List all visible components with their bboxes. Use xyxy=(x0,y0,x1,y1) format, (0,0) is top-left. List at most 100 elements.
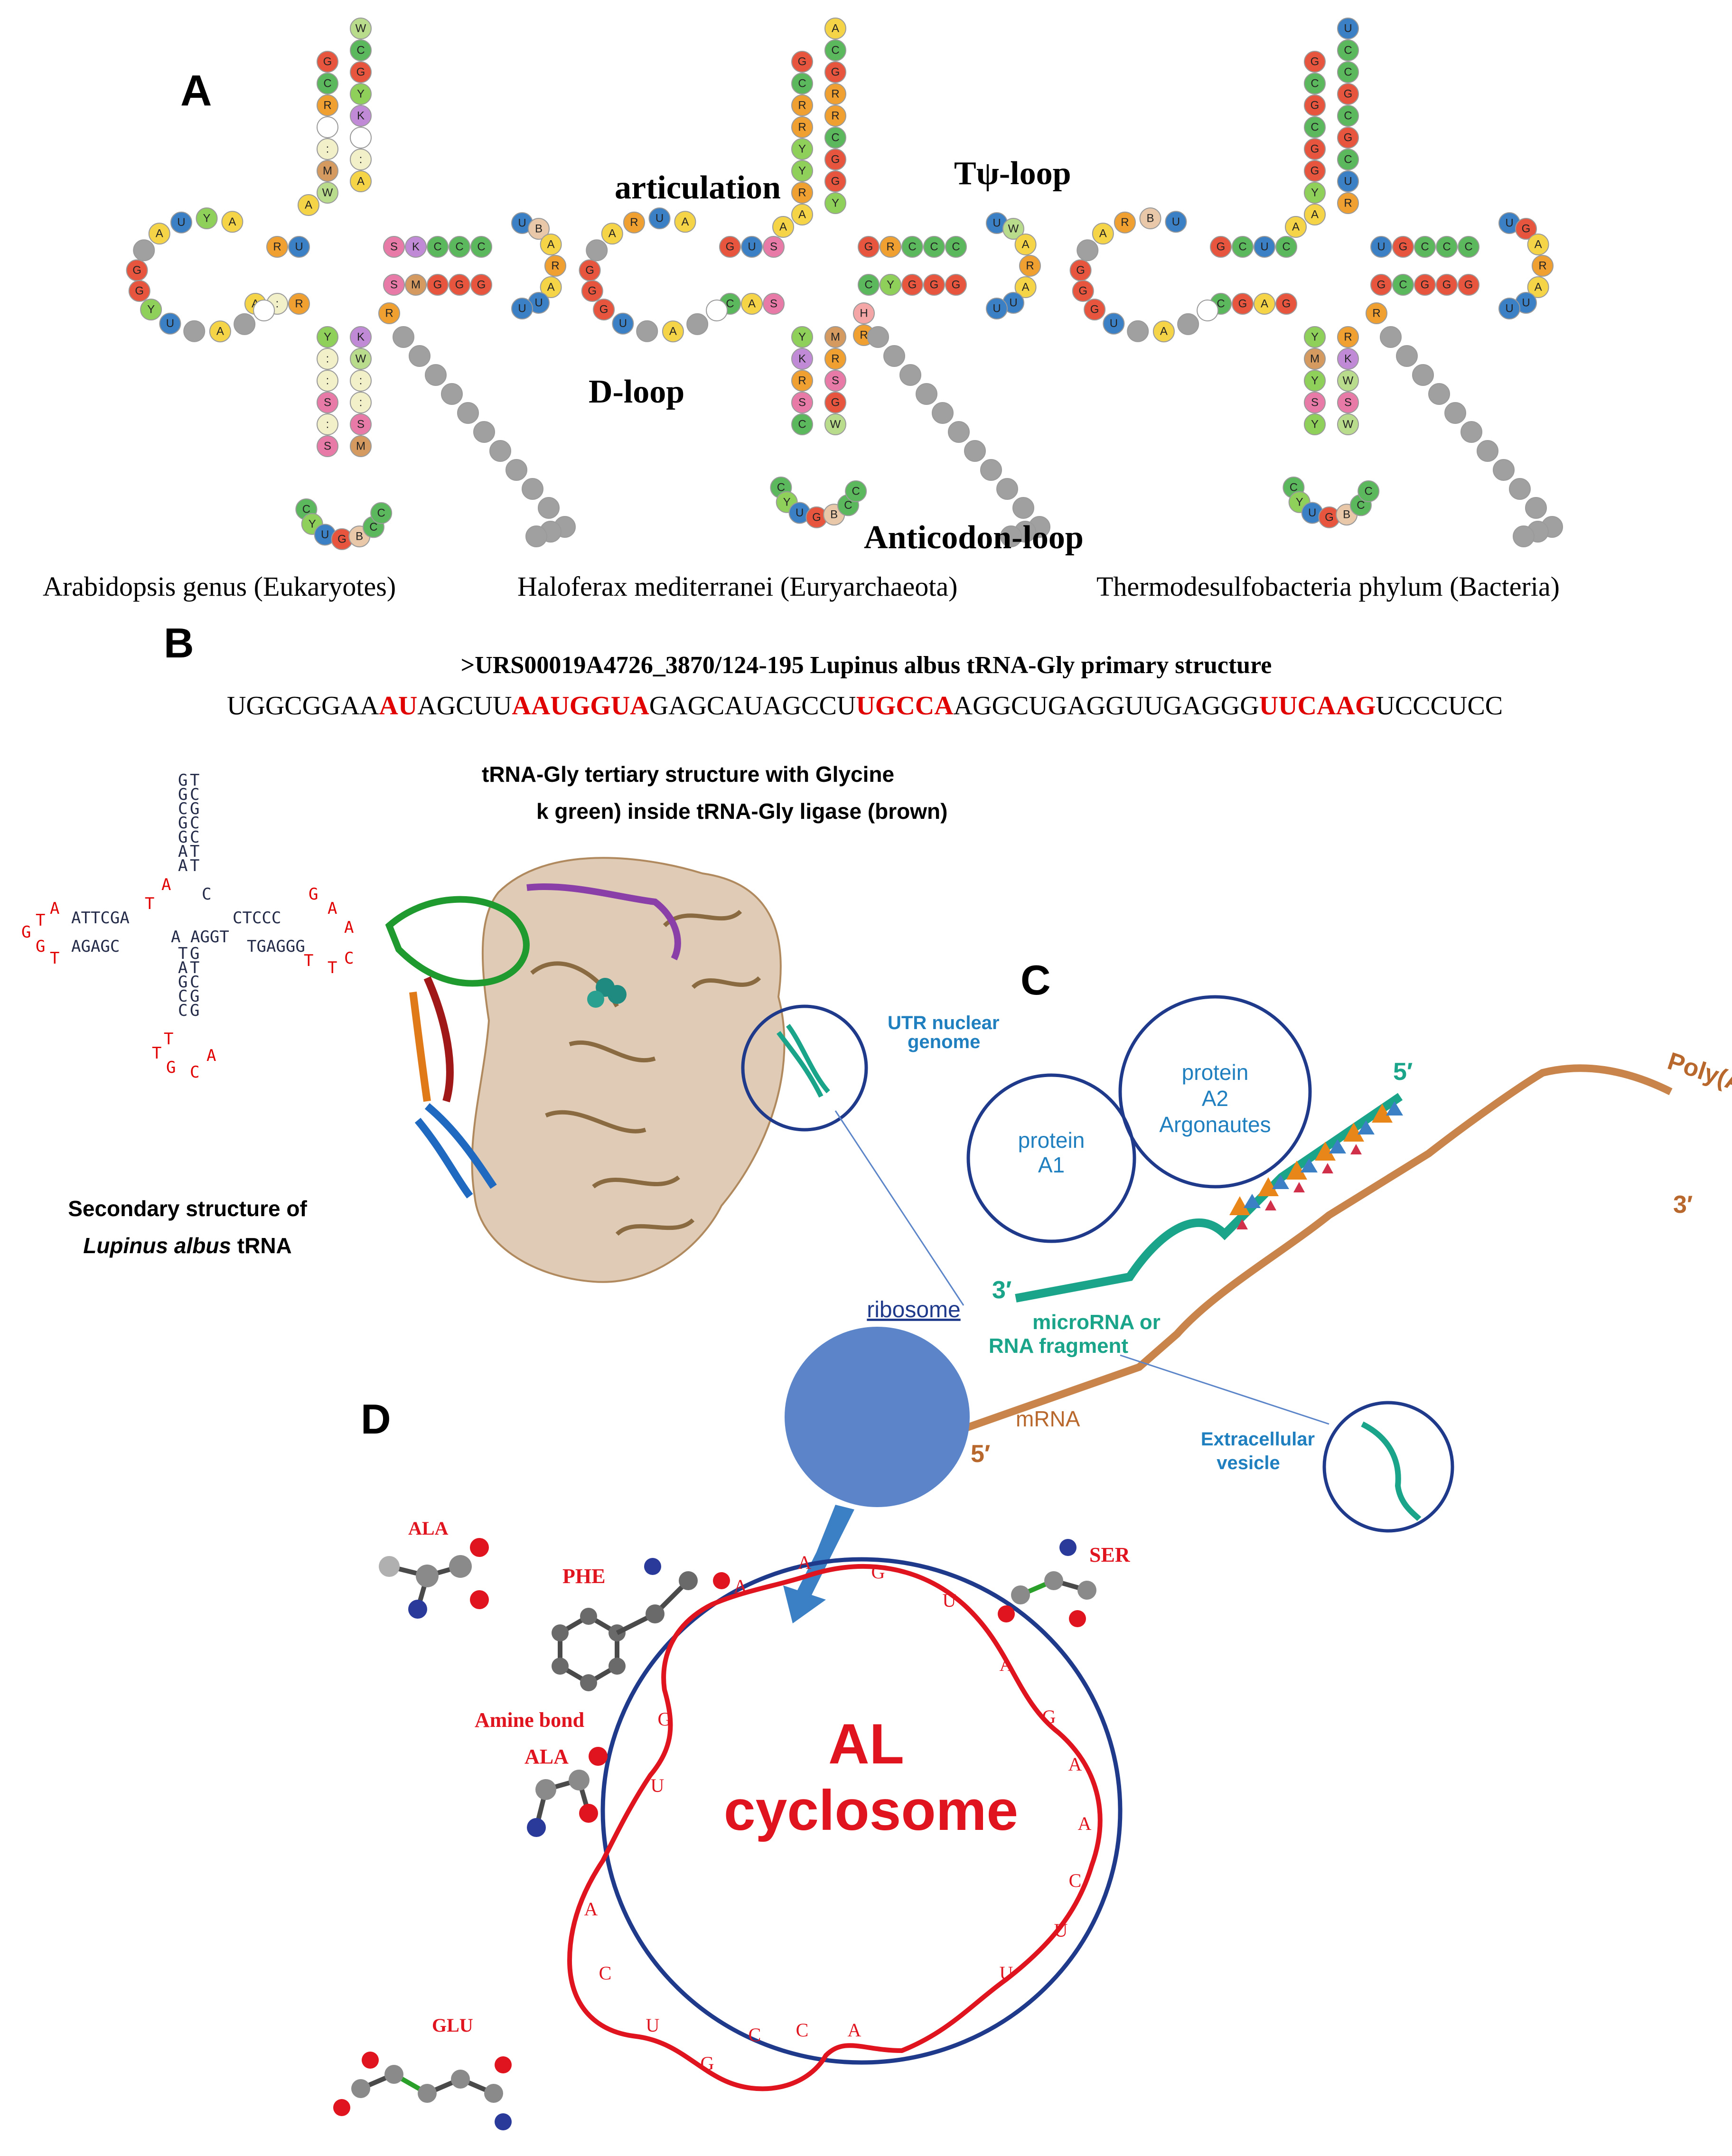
variable-arm-gap xyxy=(948,421,970,443)
acceptor-stem-5-nucleotide: M xyxy=(317,160,338,182)
anticodon-right-base: T xyxy=(190,958,199,977)
t-arm-bottom: TGAGGG xyxy=(247,937,305,956)
t-stem-nucleotide: C xyxy=(1392,274,1414,296)
sequence-highlight: AAUGGUA xyxy=(512,691,649,721)
variable-arm-gap xyxy=(1493,459,1515,481)
t-loop-nucleotide: U xyxy=(1498,212,1520,234)
t-loop-nucleotide: A xyxy=(1527,276,1549,298)
anticodon-loop-nucleotide-letter: C xyxy=(1357,499,1365,512)
t-stem-nucleotide-letter: G xyxy=(1442,279,1451,291)
d-loop-nucleotide xyxy=(636,320,658,342)
d-stem-nucleotide: G xyxy=(1210,236,1232,258)
d-loop-nucleotide-letter: A xyxy=(156,227,163,240)
acceptor-stem-3-nucleotide-letter: C xyxy=(1344,66,1352,79)
anticodon-stem-nucleotide-letter: Y xyxy=(798,331,806,344)
trna-green-strand xyxy=(385,896,530,987)
d-stem-nucleotide: G xyxy=(1232,293,1254,315)
t-stem-nucleotide-letter: C xyxy=(433,241,441,253)
d-stem-nucleotide-letter: G xyxy=(1282,298,1291,310)
d-stem-nucleotide-letter: U xyxy=(295,241,303,253)
t-loop-nucleotide: G xyxy=(1515,218,1537,240)
anticodon-loop-nucleotide: C xyxy=(1358,480,1380,502)
t-stem-nucleotide: C xyxy=(923,236,945,258)
acceptor-stem-3-nucleotide: C xyxy=(1337,61,1359,83)
t-loop-nucleotide: A xyxy=(540,276,562,298)
t-stem-nucleotide-letter: C xyxy=(908,241,916,253)
variable-loop-nucleotide: R xyxy=(378,302,400,324)
anticodon-stem-nucleotide: G xyxy=(824,392,846,413)
sequence-highlight: AU xyxy=(379,691,417,721)
anticodon-right-base: C xyxy=(190,973,199,992)
d-loop-nucleotide: G xyxy=(579,259,601,281)
variable-arm-gap xyxy=(899,364,921,386)
ring-letter: G xyxy=(701,2053,714,2074)
d-stem-nucleotide: S xyxy=(763,236,785,258)
ring-letter: A xyxy=(734,1575,748,1597)
anticodon-loop-base: C xyxy=(190,1063,199,1082)
t-loop-nucleotide: U xyxy=(528,291,550,314)
protein-a1-circle xyxy=(966,1073,1136,1243)
t-stem-nucleotide: C xyxy=(901,236,923,258)
t-loop-base: A xyxy=(328,899,337,918)
anticodon-stem-nucleotide: S xyxy=(824,370,846,392)
variable-arm-gap xyxy=(867,326,889,348)
d-loop-nucleotide xyxy=(686,313,709,335)
acceptor-right-base: T xyxy=(190,842,199,861)
t-loop-nucleotide-letter: U xyxy=(518,302,526,315)
d-loop-nucleotide-letter: G xyxy=(599,303,609,316)
d-stem-nucleotide-letter: S xyxy=(770,241,777,253)
ala-molecule-icon xyxy=(379,1538,489,1619)
acceptor-stem-3-nucleotide: Y xyxy=(824,192,846,214)
acceptor-stem-3-nucleotide-letter: K xyxy=(357,110,365,122)
t-stem-nucleotide: C xyxy=(449,236,470,258)
d-loop-nucleotide xyxy=(706,299,728,321)
acceptor-stem-5-nucleotide: R xyxy=(791,116,813,138)
anticodon-stem-nucleotide: R xyxy=(1337,326,1359,348)
acceptor-stem-3-nucleotide-letter: C xyxy=(1344,153,1352,166)
variable-arm-gap xyxy=(1444,402,1466,424)
acceptor-stem-3-nucleotide-letter: C xyxy=(356,44,365,57)
t-stem-nucleotide-letter: U xyxy=(1377,241,1385,253)
tpsi-loop-label: Tψ-loop xyxy=(954,155,1071,192)
mrna-label: mRNA xyxy=(1016,1406,1080,1431)
acceptor-stem-3-nucleotide: A xyxy=(350,170,372,192)
acceptor-stem-5-nucleotide-letter: C xyxy=(1311,77,1319,90)
t-arm-top: CTCCC xyxy=(233,909,281,928)
anticodon-stem-nucleotide-letter: Y xyxy=(1311,418,1319,431)
secondary-caption-line2: Lupinus albus tRNA xyxy=(83,1233,292,1258)
d-loop-nucleotide-letter: A xyxy=(228,216,236,228)
acceptor-stem-5-nucleotide: : xyxy=(317,138,338,160)
d-loop-nucleotide xyxy=(183,320,206,342)
t-stem-nucleotide: C xyxy=(1436,236,1458,258)
acceptor-left-base: G xyxy=(178,828,187,847)
cyclosome-blue-ring xyxy=(600,1557,1123,2065)
anticodon-stem-nucleotide: : xyxy=(317,413,338,435)
acceptor-stem-3-nucleotide xyxy=(350,127,372,149)
acceptor-stem-3-nucleotide-letter: G xyxy=(831,153,840,166)
t-stem-nucleotide: G xyxy=(449,274,470,296)
acceptor-stem-5-nucleotide: R xyxy=(791,182,813,204)
d-loop-nucleotide: B xyxy=(1139,207,1161,230)
t-stem-nucleotide: G xyxy=(923,274,945,296)
anticodon-stem-nucleotide: W xyxy=(350,348,372,370)
variable-loop-nucleotide-letter: H xyxy=(860,307,868,320)
t-loop-nucleotide-letter: U xyxy=(1522,296,1530,309)
anticodon-stem-nucleotide-letter: S xyxy=(1344,396,1352,409)
variable-arm-gap xyxy=(1000,525,1022,547)
acceptor-stem-5-nucleotide-letter: A xyxy=(1311,208,1319,221)
t-loop-base: C xyxy=(344,949,354,968)
anticodon-loop-nucleotide-letter: C xyxy=(852,485,860,497)
variable-loop-nucleotide-letter: R xyxy=(1372,307,1380,320)
anticodon-right-base: G xyxy=(190,944,199,963)
d-loop-nucleotide: G xyxy=(128,280,150,302)
t-loop-nucleotide: R xyxy=(544,255,566,277)
acceptor-stem-5-nucleotide-letter: : xyxy=(326,143,329,156)
acceptor-stem-3-nucleotide-letter: C xyxy=(1344,44,1352,57)
ring-letter: A xyxy=(848,2019,861,2041)
anticodon-stem-nucleotide-letter: M xyxy=(1310,353,1320,366)
t-stem-nucleotide-letter: G xyxy=(1421,279,1430,291)
t-stem-nucleotide-letter: G xyxy=(864,241,873,253)
anticodon-loop-nucleotide: G xyxy=(1318,506,1340,528)
